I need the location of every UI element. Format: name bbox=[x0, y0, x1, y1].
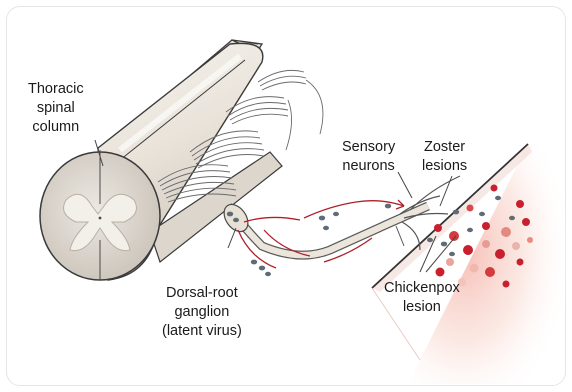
label-line: column bbox=[28, 118, 84, 137]
label-line: Thoracic bbox=[28, 80, 84, 99]
label-line: Chickenpox bbox=[384, 279, 460, 298]
label-zoster-lesions: Zoster lesions bbox=[422, 138, 467, 176]
label-sensory-neurons: Sensory neurons bbox=[342, 138, 395, 176]
skin-region bbox=[372, 144, 566, 384]
label-dorsal-root-ganglion: Dorsal-root ganglion (latent virus) bbox=[162, 284, 242, 341]
label-chickenpox-lesion: Chickenpox lesion bbox=[384, 279, 460, 317]
label-line: lesions bbox=[422, 157, 467, 176]
label-line: ganglion bbox=[162, 303, 242, 322]
label-line: neurons bbox=[342, 157, 395, 176]
label-line: Sensory bbox=[342, 138, 395, 157]
virus-migration-arrows bbox=[238, 200, 404, 268]
label-line: (latent virus) bbox=[162, 322, 242, 341]
label-line: Dorsal-root bbox=[162, 284, 242, 303]
label-thoracic-spinal-column: Thoracic spinal column bbox=[28, 80, 84, 137]
label-line: Zoster bbox=[422, 138, 467, 157]
label-line: spinal bbox=[28, 99, 84, 118]
label-line: lesion bbox=[384, 298, 460, 317]
